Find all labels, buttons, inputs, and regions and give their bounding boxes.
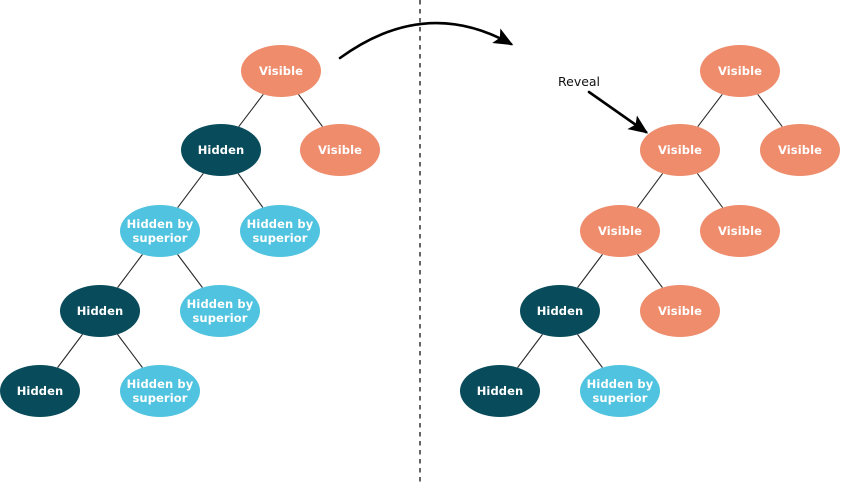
tree-node-label: Visible (258, 63, 304, 78)
tree-node-label: Hidden by superior (586, 376, 654, 405)
tree-edge (117, 334, 143, 368)
tree-node-label: Hidden by superior (186, 296, 254, 325)
tree-node-hidden[interactable]: Hidden (60, 285, 140, 337)
tree-node-label: Hidden by superior (126, 216, 194, 245)
tree-edge (177, 173, 204, 208)
tree-node-visible[interactable]: Visible (700, 205, 780, 257)
tree-edge (57, 334, 83, 368)
tree-node-visible[interactable]: Visible (640, 124, 720, 176)
tree-node-label: Hidden (476, 383, 524, 398)
tree-edge (517, 334, 543, 368)
tree-edge (697, 93, 723, 128)
tree-edge (177, 254, 203, 288)
tree-node-label: Visible (717, 63, 763, 78)
tree-edge (636, 173, 664, 208)
tree-edge (696, 173, 724, 208)
tree-node-hidden-by-superior[interactable]: Hidden by superior (120, 365, 200, 417)
tree-node-label: Visible (657, 142, 703, 157)
tree-edge (238, 93, 264, 128)
curved-arrow-icon (338, 21, 514, 60)
tree-node-visible[interactable]: Visible (580, 205, 660, 257)
tree-edge (298, 94, 323, 127)
tree-node-label: Hidden by superior (246, 216, 314, 245)
tree-node-hidden-by-superior[interactable]: Hidden by superior (240, 205, 320, 257)
tree-node-visible[interactable]: Visible (700, 45, 780, 97)
tree-node-label: Hidden by superior (126, 376, 194, 405)
tree-edge (237, 173, 264, 208)
tree-edge (117, 254, 143, 288)
tree-node-hidden-by-superior[interactable]: Hidden by superior (120, 205, 200, 257)
right-tree-edges (517, 93, 783, 368)
tree-edge (577, 334, 603, 368)
tree-node-hidden[interactable]: Hidden (520, 285, 600, 337)
tree-node-label: Hidden (536, 303, 584, 318)
tree-edge (577, 254, 603, 288)
tree-node-visible[interactable]: Visible (640, 285, 720, 337)
tree-node-label: Visible (597, 223, 643, 238)
tree-node-label: Hidden (197, 142, 245, 157)
left-tree-edges (57, 93, 323, 368)
tree-node-hidden[interactable]: Hidden (0, 365, 80, 417)
tree-node-label: Hidden (16, 383, 64, 398)
tree-node-label: Visible (777, 142, 823, 157)
tree-node-hidden-by-superior[interactable]: Hidden by superior (180, 285, 260, 337)
reveal-annotation-label: Reveal (558, 74, 601, 89)
tree-node-visible[interactable]: Visible (241, 45, 321, 97)
tree-node-hidden[interactable]: Hidden (460, 365, 540, 417)
tree-node-label: Hidden (76, 303, 124, 318)
tree-node-label: Visible (657, 303, 703, 318)
tree-edge (757, 93, 783, 128)
tree-node-label: Visible (717, 223, 763, 238)
tree-node-label: Visible (317, 142, 363, 157)
tree-node-visible[interactable]: Visible (300, 124, 380, 176)
tree-node-hidden[interactable]: Hidden (181, 124, 261, 176)
straight-arrow-icon (587, 90, 649, 134)
tree-edge (637, 254, 663, 288)
tree-node-hidden-by-superior[interactable]: Hidden by superior (580, 365, 660, 417)
tree-node-visible[interactable]: Visible (760, 124, 840, 176)
